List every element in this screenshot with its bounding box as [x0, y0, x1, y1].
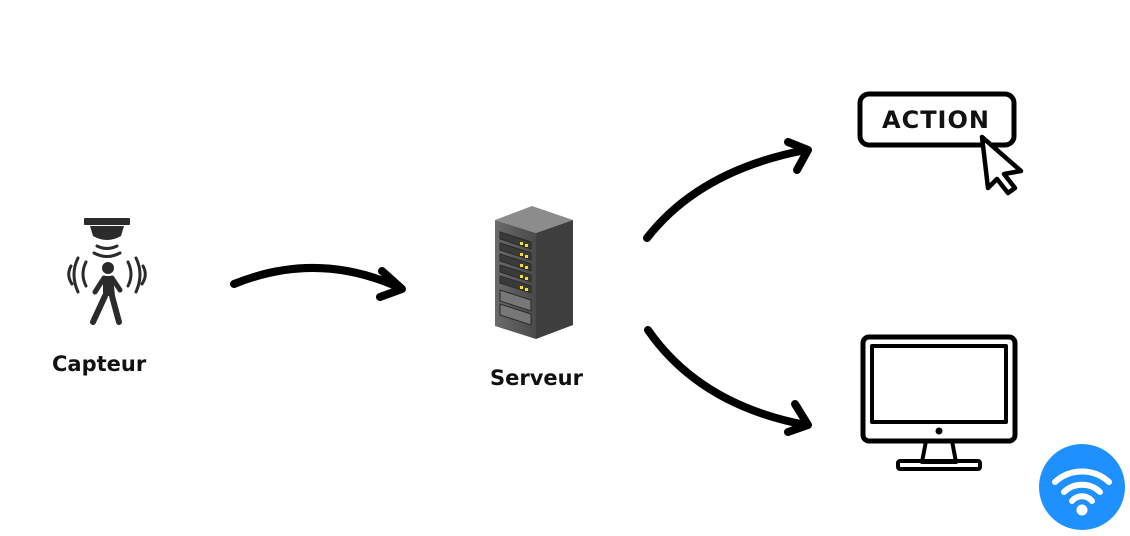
server-label: Serveur [490, 366, 583, 390]
arrow-server-to-action [643, 138, 812, 242]
server-rack-icon [495, 206, 573, 339]
action-button-icon [857, 91, 1024, 196]
wifi-icon [1039, 444, 1125, 530]
arrow-sensor-to-server [230, 264, 406, 301]
motion-sensor-icon [67, 218, 147, 325]
action-label: ACTION [882, 106, 990, 134]
arrow-server-to-monitor [644, 326, 812, 436]
sensor-label: Capteur [52, 352, 147, 376]
cursor-icon [979, 134, 1024, 196]
monitor-icon [860, 334, 1018, 471]
